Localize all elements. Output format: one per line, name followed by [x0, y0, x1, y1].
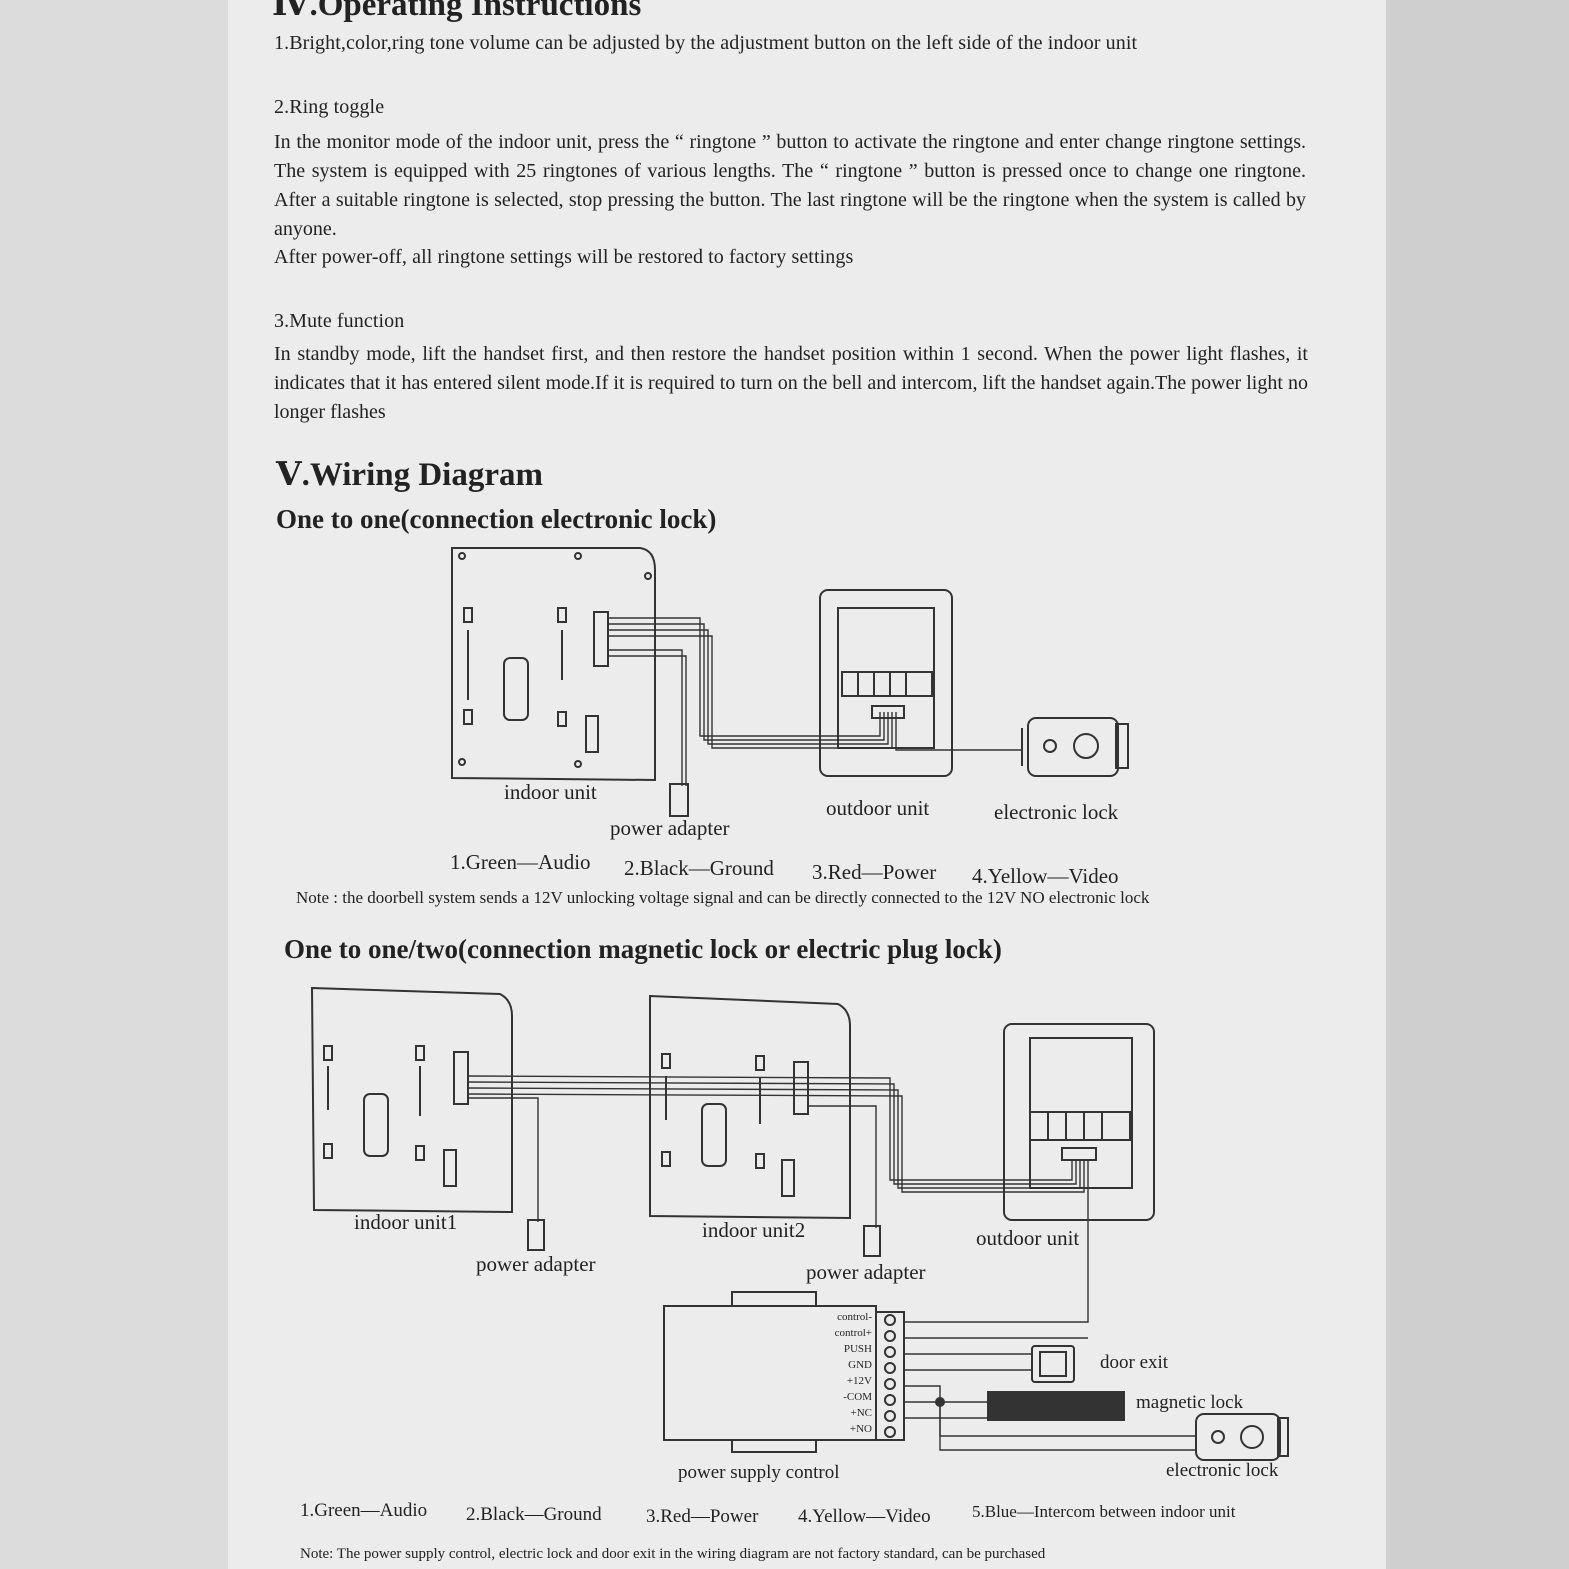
section-heading-wiring: Ⅴ.Wiring Diagram — [276, 457, 543, 493]
instruction-item-1: 1.Bright,color,ring tone volume can be a… — [274, 32, 1138, 54]
label-indoor-unit1: indoor unit1 — [354, 1210, 458, 1234]
label-electronic-lock2: electronic lock — [1166, 1460, 1279, 1481]
instruction-item-3-title: 3.Mute function — [274, 310, 405, 332]
label-power-adapter: power adapter — [610, 816, 730, 840]
legend2-item: 3.Red—Power — [646, 1506, 759, 1527]
label-outdoor-unit2: outdoor unit — [976, 1226, 1080, 1250]
legend1-item: 1.Green—Audio — [450, 850, 591, 874]
legend2-item: 2.Black—Ground — [466, 1504, 602, 1525]
outdoor-unit2-drawing — [1003, 1023, 1155, 1221]
diagram2-wires — [467, 1075, 1196, 1451]
diagram2-title: One to one/two(connection magnetic lock … — [284, 934, 1002, 964]
document-page — [228, 0, 1386, 1569]
indoor-unit1-drawing — [310, 986, 513, 1214]
diagram1-title: One to one(connection electronic lock) — [276, 504, 717, 534]
terminal-label: PUSH — [843, 1343, 872, 1355]
diagram2-note: Note: The power supply control, electric… — [300, 1546, 1046, 1562]
label-door-exit: door exit — [1100, 1352, 1169, 1373]
label-indoor-unit2: indoor unit2 — [702, 1218, 806, 1242]
label-power-adapter-2: power adapter — [806, 1260, 926, 1284]
instruction-item-2-body: In the monitor mode of the indoor unit, … — [274, 131, 1306, 240]
instruction-item-2-title: 2.Ring toggle — [274, 96, 385, 118]
label-magnetic-lock: magnetic lock — [1136, 1392, 1244, 1413]
terminal-label: control+ — [834, 1327, 872, 1339]
terminal-label: +NC — [850, 1407, 872, 1419]
terminal-label: -COM — [843, 1391, 872, 1403]
terminal-label: +NO — [849, 1423, 872, 1435]
power-adapter2-drawing — [863, 1225, 881, 1257]
label-indoor-unit: indoor unit — [504, 780, 597, 804]
legend1-item: 2.Black—Ground — [624, 856, 774, 880]
electronic-lock-drawing — [1021, 717, 1129, 777]
instruction-item-2-extra: After power-off, all ringtone settings w… — [274, 246, 854, 268]
power-adapter-drawing — [669, 783, 689, 817]
legend1-item: 4.Yellow—Video — [972, 864, 1119, 888]
legend2-item: 4.Yellow—Video — [798, 1506, 931, 1527]
diagram1-note: Note : the doorbell system sends a 12V u… — [296, 888, 1150, 907]
legend2-item: 1.Green—Audio — [300, 1500, 428, 1521]
diagram1-wires — [608, 617, 1022, 786]
power-supply-control-drawing — [663, 1291, 905, 1453]
terminal-label: +12V — [846, 1375, 872, 1387]
magnetic-lock-drawing — [987, 1391, 1125, 1421]
legend2-item: 5.Blue—Intercom between indoor unit — [972, 1502, 1236, 1521]
label-power-supply-control: power supply control — [678, 1462, 840, 1483]
section-heading-operating: Ⅳ.Operating Instructions — [272, 0, 642, 23]
power-adapter1-drawing — [527, 1219, 545, 1251]
terminal-label: GND — [848, 1359, 872, 1371]
indoor-unit-drawing — [451, 547, 656, 782]
label-outdoor-unit: outdoor unit — [826, 796, 930, 820]
legend1-item: 3.Red—Power — [812, 860, 937, 884]
terminal-label: control- — [837, 1311, 872, 1323]
page-shadow — [1386, 0, 1569, 1569]
electronic-lock2-drawing — [1195, 1413, 1289, 1461]
label-power-adapter-1: power adapter — [476, 1252, 596, 1276]
indoor-unit2-drawing — [649, 994, 851, 1220]
door-exit-drawing — [1031, 1345, 1075, 1383]
instruction-item-3-body: In standby mode, lift the handset first,… — [274, 343, 1308, 423]
label-electronic-lock: electronic lock — [994, 800, 1119, 824]
